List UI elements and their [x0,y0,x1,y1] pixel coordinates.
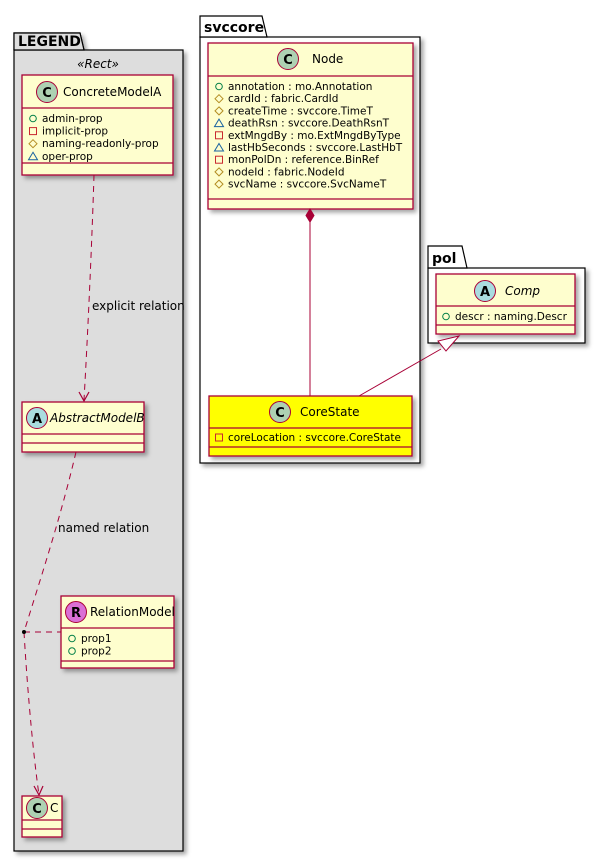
edge-label-named: named relation [58,521,149,535]
edge-generalization [358,335,461,397]
svg-text:C: C [283,53,293,68]
svg-text:C: C [275,406,285,421]
attribute: lastHbSeconds : svccore.LastHbT [228,142,403,154]
edge-explicit-relation: explicit relation [78,174,185,403]
class-name: Node [312,52,343,66]
attribute: createTime : svccore.TimeT [228,105,373,117]
class-name: ConcreteModelA [63,85,162,99]
class-spot-icon [36,81,58,103]
private-visibility-icon [215,131,223,140]
relation-spot-icon [65,601,87,623]
class-core-state[interactable]: C CoreState coreLocation : svccore.CoreS… [208,395,413,457]
class-spot-icon [277,48,299,70]
class-concrete-model-a[interactable]: C ConcreteModelA admin-propimplicit-prop… [21,74,174,176]
attribute: cardId : fabric.CardId [228,93,338,105]
attribute: admin-prop [42,113,103,125]
attribute: oper-prop [42,151,93,163]
arrowhead-icon [33,785,44,797]
class-spot-icon [26,797,48,819]
public-visibility-icon [215,82,223,91]
edge-composition [305,208,315,396]
attribute: svcName : svccore.SvcNameT [228,179,387,191]
edge-label-explicit: explicit relation [92,299,185,313]
class-node[interactable]: C Node annotation : mo.AnnotationcardId … [207,42,414,210]
package-visibility-icon [27,151,39,161]
class-spot-icon [269,401,291,423]
attribute: prop2 [81,646,112,658]
package-title-svccore: svccore [204,20,264,36]
abstract-spot-icon [26,407,48,429]
package-visibility-icon [213,142,225,152]
attribute: nodeId : fabric.NodeId [228,166,344,178]
attribute-list: coreLocation : svccore.CoreState [215,432,401,444]
attribute: naming-readonly-prop [42,138,159,150]
package-visibility-icon [213,118,225,128]
svg-text:R: R [71,606,81,621]
protected-visibility-icon [214,93,224,104]
attribute: descr : naming.Descr [455,311,568,323]
attribute: monPolDn : reference.BinRef [228,154,379,166]
svg-text:A: A [32,412,42,427]
attribute-list: descr : naming.Descr [442,311,568,323]
svg-text:C: C [32,802,42,817]
attribute: extMngdBy : mo.ExtMngdByType [228,130,401,142]
arrowhead-icon [78,391,90,403]
protected-visibility-icon [214,179,224,189]
public-visibility-icon [442,312,450,321]
junction-dot [22,630,26,634]
abstract-spot-icon [474,280,496,302]
package-title-pol: pol [432,251,456,267]
svg-text:A: A [480,285,490,300]
class-abstract-model-b[interactable]: A AbstractModelB [21,401,145,453]
class-c[interactable]: C C [21,795,63,838]
public-visibility-icon [29,114,37,123]
private-visibility-icon [215,155,223,164]
protected-visibility-icon [214,106,224,116]
attribute: annotation : mo.Annotation [228,81,372,93]
edge-named-relation: named relation [22,451,149,797]
class-name: Comp [505,284,540,298]
private-visibility-icon [29,127,37,136]
package-title-legend: LEGEND [18,34,81,50]
attribute: implicit-prop [42,126,108,138]
attribute: deathRsn : svccore.DeathRsnT [228,118,390,130]
svg-text:C: C [42,86,52,101]
class-name: CoreState [300,405,360,419]
attribute: coreLocation : svccore.CoreState [228,432,401,444]
legend-stereotype: «Rect» [77,57,119,71]
class-name: C [50,801,58,815]
class-name: AbstractModelB [49,411,145,425]
public-visibility-icon [68,634,76,643]
generalization-triangle-icon [437,335,461,352]
class-comp[interactable]: A Comp descr : naming.Descr [435,273,576,335]
class-name: RelationModel [90,605,175,619]
attribute: prop1 [81,633,112,645]
public-visibility-icon [68,647,76,655]
private-visibility-icon [215,433,223,442]
protected-visibility-icon [28,138,38,149]
composition-diamond-icon [305,208,315,223]
protected-visibility-icon [214,167,224,177]
attribute-list: admin-propimplicit-propnaming-readonly-p… [27,113,159,163]
